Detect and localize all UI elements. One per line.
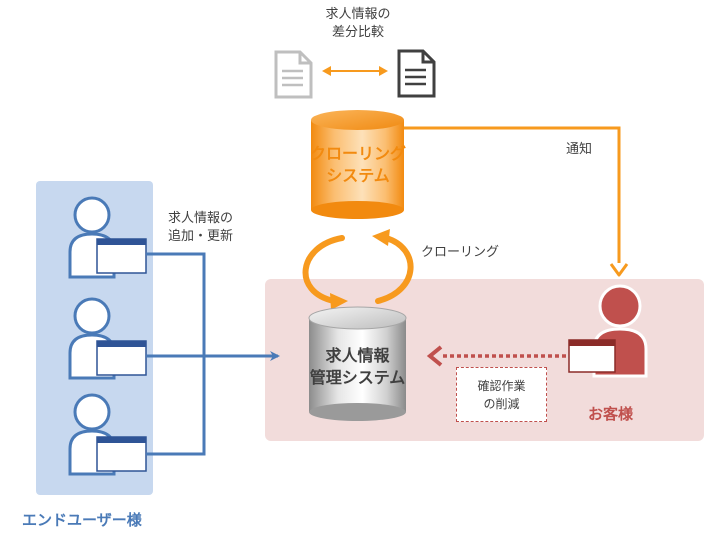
window-icon	[568, 339, 616, 373]
customer-label: お客様	[588, 405, 634, 423]
crawler-database-icon	[311, 110, 404, 219]
window-icon	[96, 436, 147, 472]
window-icon	[96, 238, 147, 274]
crawler-system-label: クローリング システム	[309, 144, 406, 185]
check-reduction-box: 確認作業 の削減	[456, 367, 547, 422]
customer-person-icon	[568, 284, 648, 378]
update-connector-lines	[146, 252, 280, 456]
end-user-1	[68, 196, 147, 279]
add-update-label: 求人情報の 追加・更新	[168, 211, 234, 244]
management-database-icon	[308, 306, 407, 421]
document-new-icon	[397, 49, 436, 98]
end-user-2	[68, 297, 147, 380]
reduced-check-arrow	[426, 345, 566, 367]
end-users-label: エンドユーザー様	[22, 511, 142, 529]
diff-compare-arrow	[322, 66, 388, 76]
notify-label: 通知	[566, 142, 593, 157]
diff-compare-label: 求人情報の 差分比較	[325, 7, 391, 40]
window-icon	[96, 340, 147, 376]
crawling-label: クローリング	[421, 245, 500, 260]
notify-arrow	[404, 126, 629, 277]
management-system-label: 求人情報 管理システム	[309, 346, 406, 387]
document-old-icon	[274, 50, 313, 99]
crawling-cycle-arrows	[302, 229, 414, 310]
